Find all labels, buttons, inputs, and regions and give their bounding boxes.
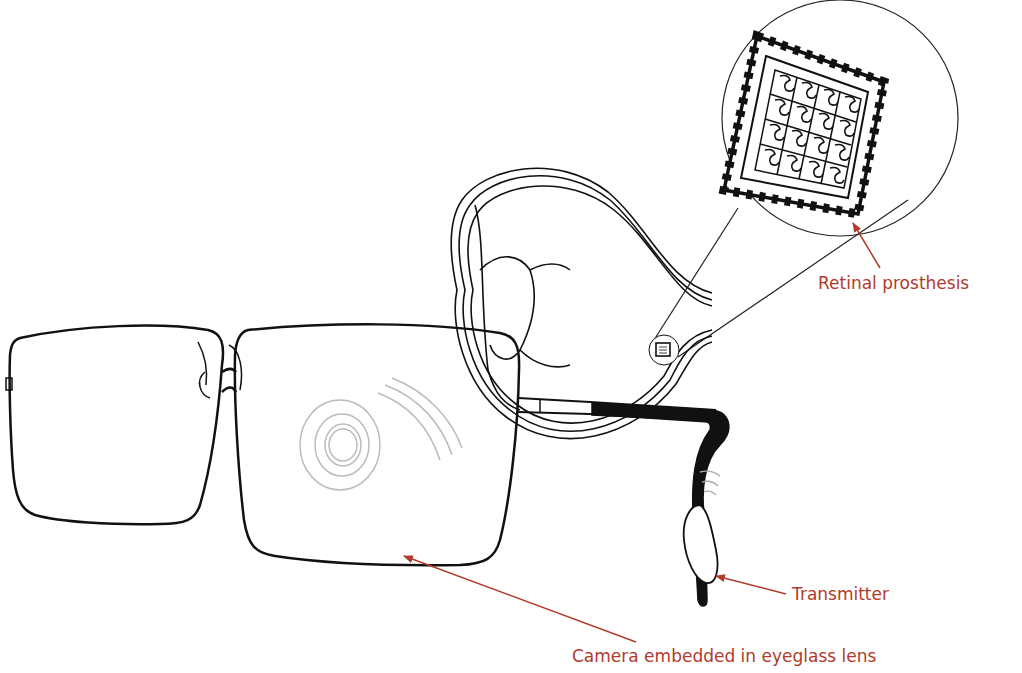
eyeball bbox=[451, 168, 712, 438]
leader-lines bbox=[404, 223, 880, 642]
part-label: Transmitter bbox=[792, 584, 889, 604]
inset-magnifier bbox=[654, 0, 958, 357]
eyeglasses bbox=[6, 324, 716, 565]
signal-waves bbox=[700, 471, 720, 495]
temple-arm bbox=[592, 403, 729, 606]
camera-lens bbox=[300, 378, 462, 490]
retinal-chip bbox=[724, 36, 884, 214]
part-label: Retinal prosthesis bbox=[818, 273, 969, 293]
transmitter-piece bbox=[684, 505, 718, 583]
part-label: Camera embedded in eyeglass lens bbox=[572, 646, 876, 666]
